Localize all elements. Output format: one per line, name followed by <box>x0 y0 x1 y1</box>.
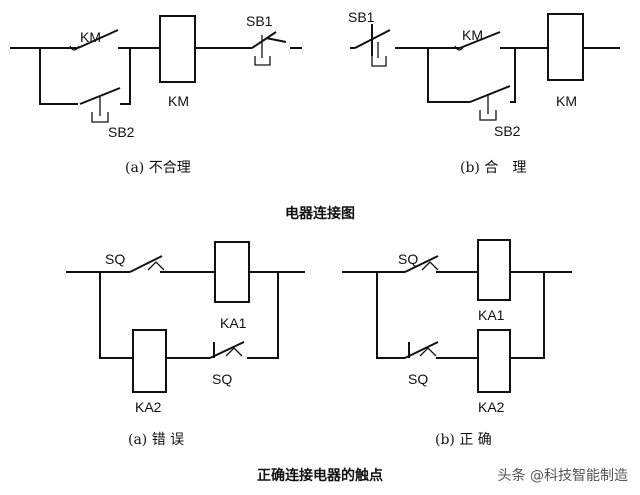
label-km-contact-a: KM <box>80 29 101 45</box>
sb2-button-b <box>479 94 497 121</box>
label-sq-c-bottom: SQ <box>212 371 232 387</box>
ka1-coil-d <box>477 239 511 301</box>
diagram-d-main-wire <box>342 271 572 359</box>
km-contact-a-mark <box>69 45 80 51</box>
sq-contact-c-bottom <box>209 341 245 359</box>
label-km-coil-a: KM <box>168 93 189 109</box>
sq-contact-d-bottom <box>404 341 439 359</box>
sq-contact-c-bottom-mark <box>225 347 243 357</box>
label-sq-d-bottom: SQ <box>408 371 428 387</box>
sb1-contact-a <box>251 31 287 49</box>
title-top: 电器连接图 <box>285 205 355 222</box>
diagram-c-main-wire <box>66 271 305 359</box>
diagram-d: SQ KA1 SQ KA2 (b) 正 确 <box>342 239 572 448</box>
ka2-coil-c <box>132 329 167 393</box>
km-contact-b <box>459 31 501 49</box>
ka1-coil-c <box>214 241 250 303</box>
diagram-c: SQ KA1 KA2 SQ (a) 错 误 <box>66 241 305 448</box>
sb1-contact-b <box>354 24 391 56</box>
sb2-button-a <box>91 96 109 123</box>
sq-contact-c-top-mark <box>147 261 165 271</box>
sq-contact-d-bottom-mark <box>419 347 437 357</box>
label-sq-c-top: SQ <box>105 251 125 267</box>
label-ka2-c: KA2 <box>135 399 162 415</box>
label-ka2-d: KA2 <box>478 399 505 415</box>
sb2-contact-b <box>469 85 511 103</box>
sq-contact-c-top <box>129 255 163 273</box>
caption-b: (b) 合 理 <box>460 160 526 176</box>
label-sb1-a: SB1 <box>246 13 273 29</box>
km-coil-a <box>159 15 196 83</box>
caption-a: (a) 不合理 <box>125 160 191 176</box>
km-coil-b <box>547 13 584 81</box>
label-sb2-a: SB2 <box>108 124 135 140</box>
label-sq-d-top: SQ <box>398 251 418 267</box>
label-sb2-b: SB2 <box>494 123 521 139</box>
diagram-b-main-wire <box>350 47 620 103</box>
sb1-button-a <box>254 35 271 66</box>
caption-d: (b) 正 确 <box>435 432 492 448</box>
label-km-coil-b: KM <box>556 93 577 109</box>
sb1-button-b <box>371 42 387 67</box>
caption-c: (a) 错 误 <box>128 432 184 448</box>
km-contact-b-mark <box>454 45 465 51</box>
label-km-contact-b: KM <box>462 27 483 43</box>
sq-contact-d-top <box>404 255 439 273</box>
diagram-a: KM KM SB1 SB2 (a) 不合理 <box>10 13 302 176</box>
watermark: 头条 @科技智能制造 <box>498 467 628 484</box>
diagram-b: SB1 KM KM SB2 (b) 合 理 <box>348 9 620 176</box>
ka2-coil-d <box>477 329 511 393</box>
sq-contact-d-top-mark <box>421 261 439 271</box>
diagram-a-branch-wire <box>120 48 131 105</box>
title-bottom: 正确连接电器的触点 <box>257 467 383 484</box>
label-sb1-b: SB1 <box>348 9 375 25</box>
km-contact-a <box>77 29 119 49</box>
diagram-a-main-wire <box>10 47 302 105</box>
label-ka1-d: KA1 <box>478 307 505 323</box>
label-ka1-c: KA1 <box>220 315 247 331</box>
